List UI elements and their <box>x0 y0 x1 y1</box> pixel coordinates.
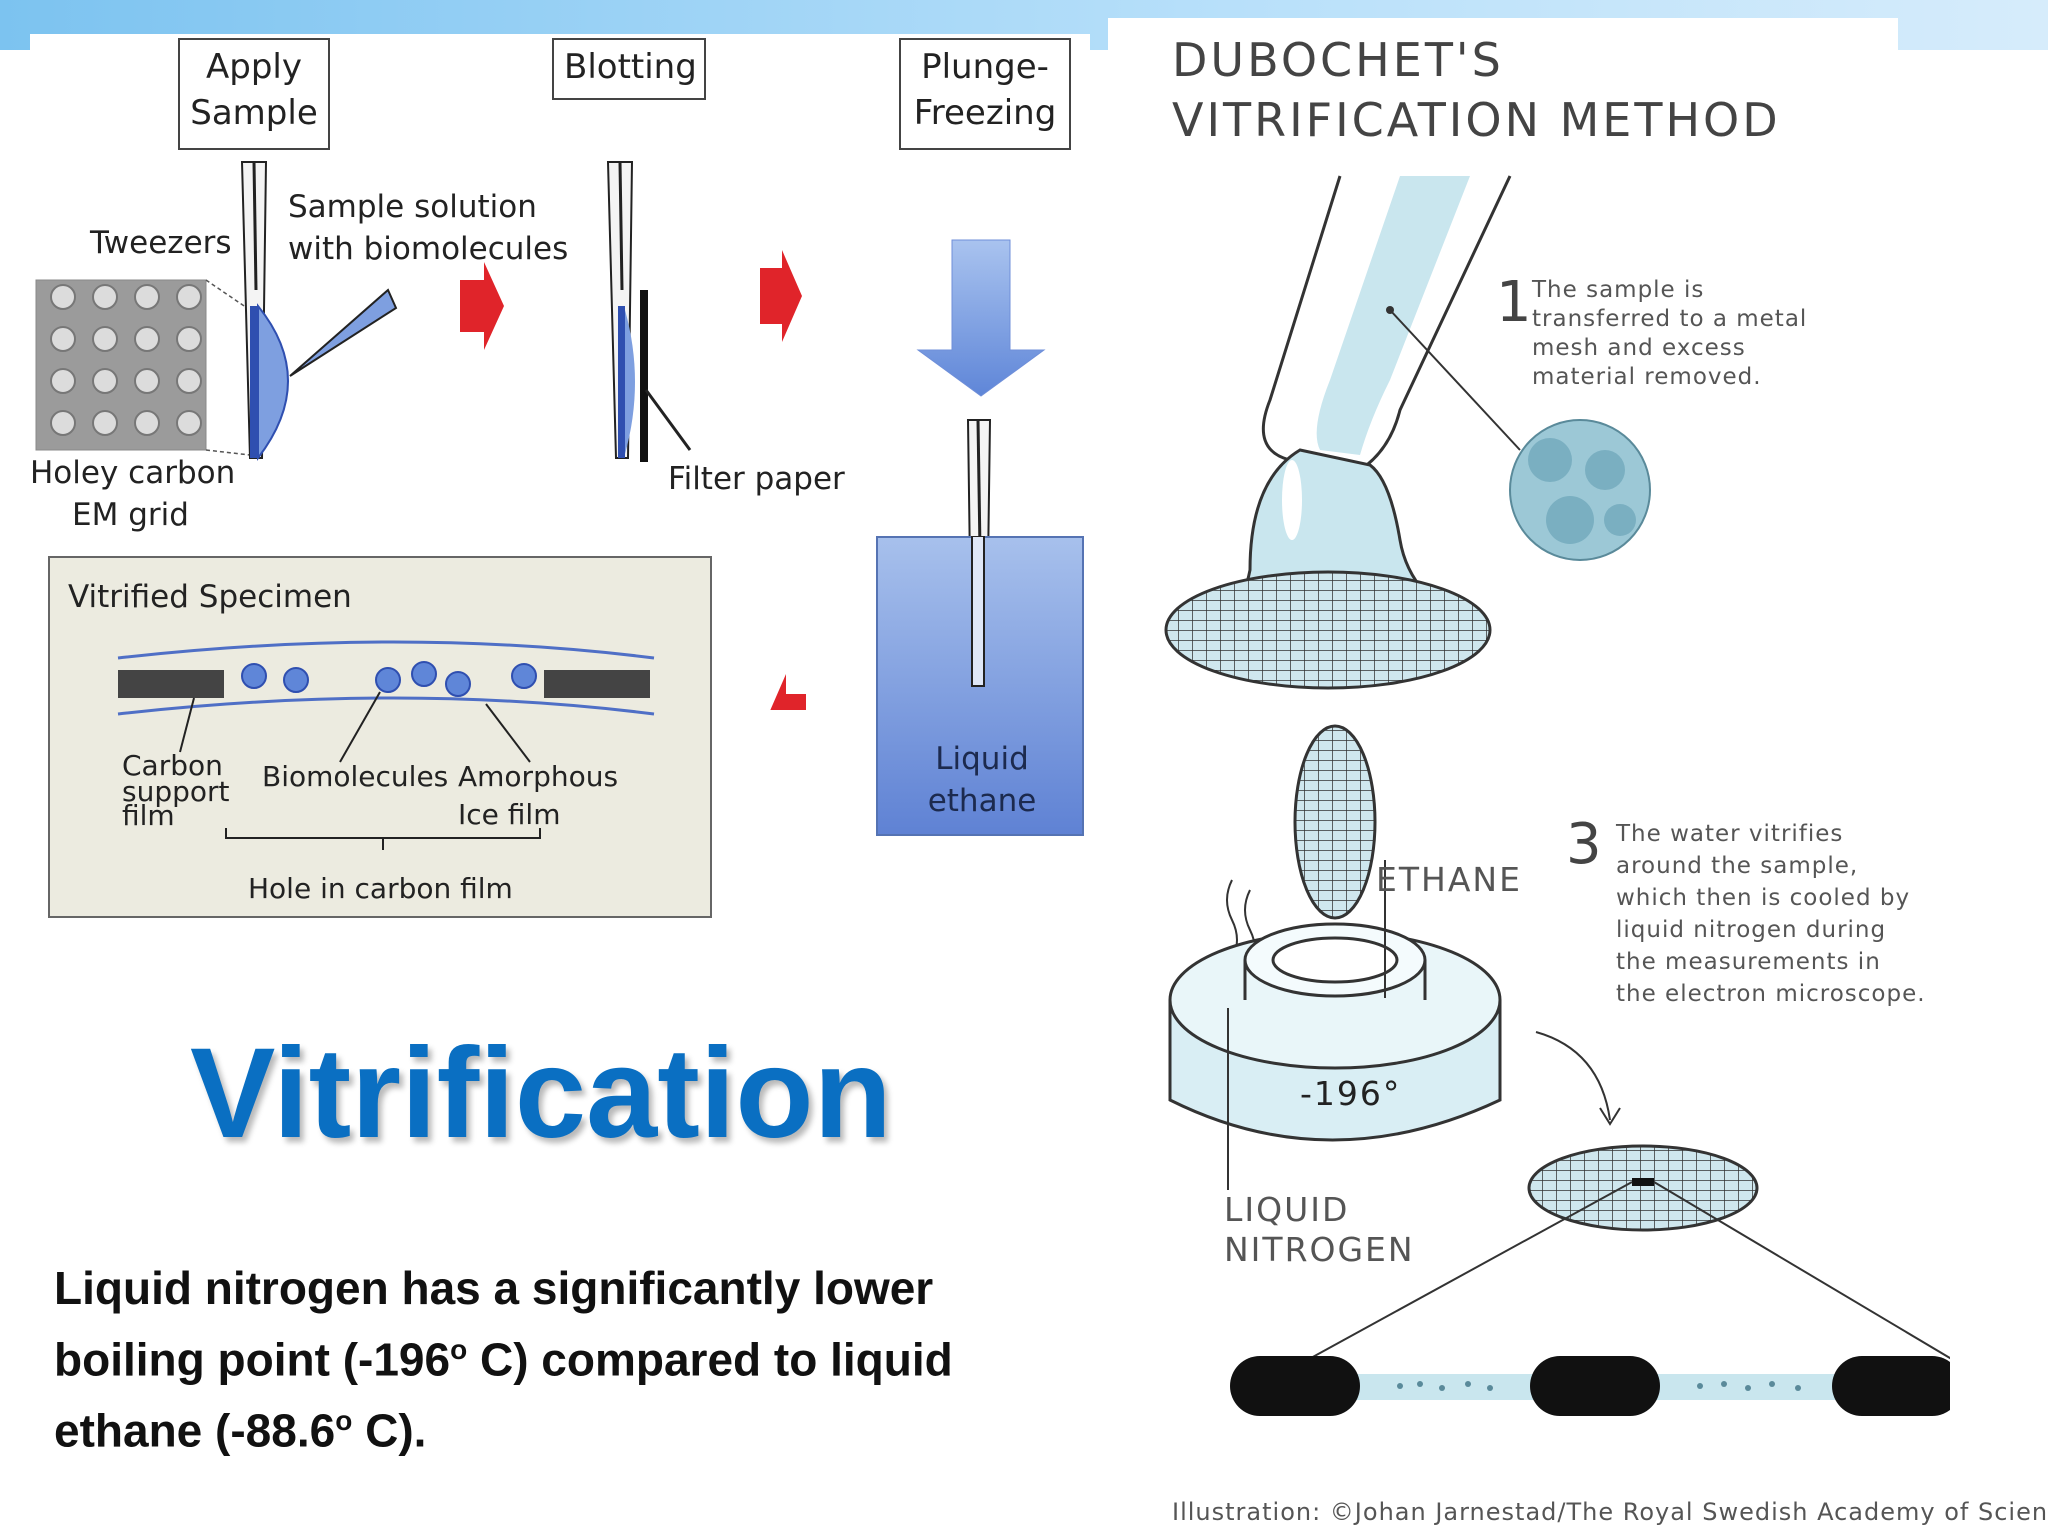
dubochet-title: DUBOCHET'S VITRIFICATION METHOD <box>1172 30 1781 150</box>
sample-solution-label-1: Sample solution <box>288 189 537 225</box>
dubochet-title-line2: VITRIFICATION METHOD <box>1172 93 1781 147</box>
carbon-film-right <box>544 670 650 698</box>
arrow-right-icon-2 <box>760 250 802 342</box>
step-blotting-label: Blotting <box>564 47 697 87</box>
biomolecule <box>375 667 401 693</box>
biomolecule <box>411 661 437 687</box>
arrow-right-icon <box>460 262 504 350</box>
vitrified-specimen-box: Vitrified Specimen Carbon support film B… <box>48 556 712 918</box>
caption-text: Liquid nitrogen has a significantly lowe… <box>54 1258 1094 1462</box>
tweezers-label: Tweezers <box>90 225 232 261</box>
caption-line-2b: C) compared to liquid <box>467 1333 953 1386</box>
step-blotting: Blotting <box>552 38 706 100</box>
mesh-bar <box>1832 1356 1950 1416</box>
biomolecules-label: Biomolecules <box>262 760 449 793</box>
note-1-line-4: material removed. <box>1532 364 1762 390</box>
final-grid <box>1527 1144 1759 1232</box>
amorphous-ice-label-2: Ice film <box>458 798 561 831</box>
sample-drop <box>257 303 289 461</box>
carbon-support-label-3: film <box>122 799 175 832</box>
biomolecule <box>445 671 471 697</box>
step-plunge-line2: Freezing <box>913 93 1057 133</box>
liquid-ethane-line2: ethane <box>927 783 1037 819</box>
note-3-line-6: the electron microscope. <box>1616 981 1926 1007</box>
tweezers-in-ethane <box>971 536 985 687</box>
right-diagram-panel <box>1108 18 1898 1518</box>
note-1-line-2: transferred to a metal <box>1532 306 1808 332</box>
step-apply-line2: Sample <box>190 93 318 133</box>
arrow-down-icon <box>916 239 1046 397</box>
left-process-drawing <box>35 161 1046 710</box>
specimen-title: Vitrified Specimen <box>68 579 352 615</box>
sample-solution-label-2: with biomolecules <box>288 231 569 267</box>
temperature-label: -196° <box>1300 1074 1402 1113</box>
biomolecule <box>511 663 537 689</box>
biomolecule <box>241 663 267 689</box>
note-3-line-1: The water vitrifies <box>1616 821 1844 847</box>
step-plunge-freezing: Plunge- Freezing <box>899 38 1071 150</box>
caption-line-1: Liquid nitrogen has a significantly lowe… <box>54 1262 934 1314</box>
note-3-number: 3 <box>1566 812 1602 877</box>
step-apply-line1: Apply <box>206 47 302 87</box>
illustration-credit: Illustration: ©Johan Jarnestad/The Royal… <box>1172 1498 2048 1526</box>
grid-dipping <box>1293 724 1377 920</box>
em-grid-image <box>35 279 207 451</box>
liquid-nitrogen-label-1: LIQUID <box>1224 1190 1350 1229</box>
amorphous-ice-label-1: Amorphous <box>458 760 619 793</box>
caption-line-2a: boiling point (-196 <box>54 1333 451 1386</box>
note-3-line-4: liquid nitrogen during <box>1616 917 1887 943</box>
mesh-bar <box>1530 1356 1660 1416</box>
note-1-line-3: mesh and excess <box>1532 335 1746 361</box>
step-apply-sample: Apply Sample <box>178 38 330 150</box>
note-3-line-2: around the sample, <box>1616 853 1859 879</box>
note-1-line-1: The sample is <box>1532 277 1705 303</box>
caption-line-3b: C). <box>352 1404 427 1457</box>
caption-degree: o <box>335 1405 353 1437</box>
caption-line-3: ethane (-88.6o C). <box>54 1390 1094 1461</box>
mesh-bar <box>1230 1356 1360 1416</box>
carbon-support-label-1: Carbon <box>122 749 223 782</box>
filter-paper <box>640 290 648 462</box>
caption-degree: o <box>450 1334 468 1365</box>
liquid-nitrogen-label-2: NITROGEN <box>1224 1230 1415 1269</box>
pipette-icon <box>289 288 398 377</box>
note-3-line-5: the measurements in <box>1616 949 1881 975</box>
grid-label-1: Holey carbon <box>30 455 236 491</box>
curved-arrow-icon <box>1535 1031 1611 1121</box>
biomolecule <box>283 667 309 693</box>
caption-line-2: boiling point (-196o C) compared to liqu… <box>54 1319 1094 1390</box>
specimen-drawing <box>117 640 655 850</box>
arrow-left-icon <box>770 674 806 710</box>
grid-label-2: EM grid <box>72 497 189 533</box>
metal-mesh-grid <box>1164 570 1492 690</box>
filter-paper-label: Filter paper <box>668 461 845 497</box>
carbon-support-label-2: support <box>122 775 230 808</box>
ethane-label: ETHANE <box>1376 860 1522 899</box>
note-1-number: 1 <box>1496 270 1532 335</box>
carbon-film-left <box>118 670 224 698</box>
vitrification-drawing <box>1164 175 1950 1416</box>
dubochet-title-line1: DUBOCHET'S <box>1172 33 1504 87</box>
note-3-line-3: which then is cooled by <box>1616 885 1911 911</box>
page-title: Vitrification <box>190 1022 892 1165</box>
hole-label: Hole in carbon film <box>248 872 513 905</box>
liquid-ethane-line1: Liquid <box>935 741 1029 777</box>
caption-line-3a: ethane (-88.6 <box>54 1404 336 1457</box>
step-plunge-line1: Plunge- <box>921 47 1049 87</box>
